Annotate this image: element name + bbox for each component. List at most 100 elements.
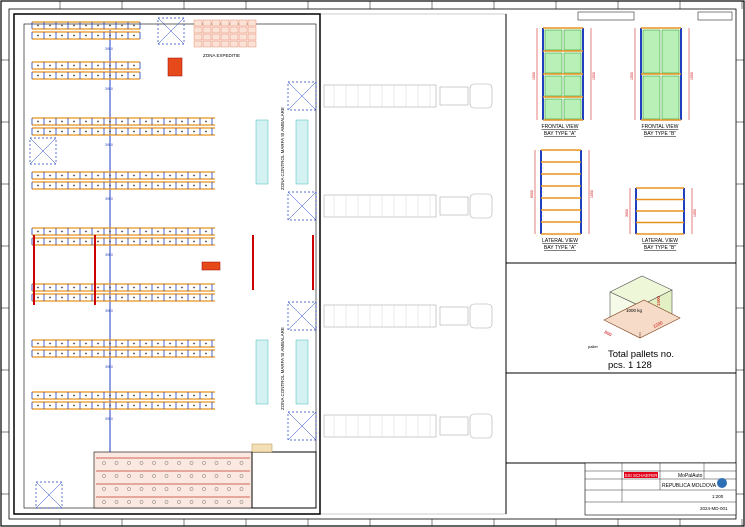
- expedition-pallet: [202, 26, 212, 34]
- pallet-slot: [61, 74, 63, 77]
- pallet-slot: [193, 174, 195, 177]
- block-slot: [239, 500, 244, 504]
- expedition-pallet: [202, 33, 212, 41]
- pallet-slot: [109, 24, 111, 27]
- pallet-slot: [73, 404, 75, 407]
- block-slot: [227, 461, 231, 465]
- pallet-slot: [109, 394, 111, 397]
- pallet-slot: [169, 130, 171, 133]
- pallet-isometric: 1000 kg 1500 1200 800 pallet Total palle…: [588, 275, 681, 371]
- block-slot: [127, 500, 131, 504]
- forklift-icon: [201, 261, 221, 271]
- block-slot: [114, 474, 119, 478]
- pallet-slot: [85, 296, 87, 299]
- pallet-slot: [37, 404, 39, 407]
- frame-dimension: 1500: [690, 72, 694, 80]
- block-slot: [139, 487, 144, 491]
- pallet-width-dim: 800: [604, 329, 613, 337]
- pallet-slot: [193, 296, 195, 299]
- expedition-pallet: [193, 40, 203, 48]
- pallet-slot: [73, 296, 75, 299]
- frame-title: FRONTAL VIEW: [542, 124, 579, 130]
- pallet-slot: [109, 74, 111, 77]
- control-zone-bottom: ZONA CONTROL MARFA SI AMBALARE: [255, 327, 309, 410]
- truck-cab: [439, 196, 469, 216]
- frame-pallet-load: [563, 29, 582, 51]
- pallet-slot: [145, 404, 147, 407]
- aisle-dimension: 3950: [105, 87, 113, 91]
- pallet-slot: [85, 394, 87, 397]
- pallet-slot: [181, 240, 183, 243]
- block-slot: [102, 474, 106, 478]
- pallet-slot: [181, 230, 183, 233]
- expedition-pallet: [220, 40, 230, 48]
- expedition-pallet: [211, 26, 221, 34]
- block-slot: [202, 474, 206, 478]
- expedition-pallet: [229, 33, 239, 41]
- block-slot: [152, 461, 156, 465]
- pallet-slot: [85, 64, 87, 67]
- globe-logo-icon: [717, 478, 727, 488]
- expedition-pallet: [211, 33, 221, 41]
- pallet-slot: [205, 394, 207, 397]
- pallet-slot: [73, 24, 75, 27]
- zone-label-expedition: ZONA EXPEDITIE: [203, 53, 240, 58]
- drawing-scale: 1:200: [712, 494, 724, 499]
- pallet-slot: [85, 74, 87, 77]
- pallet-note: pallet: [588, 344, 598, 349]
- expedition-pallet: [247, 33, 257, 41]
- pallet-slot: [37, 120, 39, 123]
- frame-dimension: 3000: [625, 209, 629, 217]
- pallet-slot: [37, 394, 39, 397]
- pallet-slot: [49, 342, 51, 345]
- pallet-slot: [157, 394, 159, 397]
- pallet-slot: [109, 174, 111, 177]
- block-slot: [127, 474, 131, 478]
- pallet-slot: [157, 174, 159, 177]
- pallet-slot: [157, 352, 159, 355]
- pallet-slot: [61, 240, 63, 243]
- pallet-slot: [169, 404, 171, 407]
- pallet-slot: [193, 342, 195, 345]
- pallet-slot: [85, 174, 87, 177]
- truck-cab: [439, 306, 469, 326]
- pallet-slot: [97, 230, 99, 233]
- expedition-pallet: [220, 33, 230, 41]
- total-pallets-count: pcs. 1 128: [608, 360, 652, 371]
- pallet-slot: [169, 230, 171, 233]
- expedition-pallet: [247, 40, 257, 48]
- pallet-slot: [97, 120, 99, 123]
- pallet-slot: [181, 342, 183, 345]
- pallet-slot: [97, 296, 99, 299]
- pallet-slot: [73, 342, 75, 345]
- pallet-slot: [157, 286, 159, 289]
- frame-subtitle: BAY TYPE "A": [544, 245, 576, 251]
- pallet-slot: [193, 240, 195, 243]
- pallet-slot: [205, 286, 207, 289]
- expedition-pallet: [220, 19, 230, 27]
- frame-title: FRONTAL VIEW: [642, 124, 679, 130]
- block-slot: [114, 461, 119, 465]
- pallet-slot: [61, 352, 63, 355]
- pallet-slot: [61, 64, 63, 67]
- block-slot: [177, 487, 181, 491]
- pallet-slot: [145, 130, 147, 133]
- block-slot: [214, 461, 219, 465]
- aisle-dimension: 3950: [105, 417, 113, 421]
- pallet-slot: [145, 240, 147, 243]
- svg-text:SSI SCHAEFER: SSI SCHAEFER: [624, 473, 658, 478]
- pallet-slot: [121, 34, 123, 37]
- pallet-slot: [37, 342, 39, 345]
- pallet-slot: [133, 230, 135, 233]
- truck-trailer: [323, 414, 437, 438]
- inner-border: [8, 8, 737, 520]
- company-logo: [624, 472, 658, 478]
- truck-cab: [439, 416, 469, 436]
- pallet-slot: [37, 24, 39, 27]
- truck-trailer: [323, 84, 437, 108]
- pallet-slot: [121, 130, 123, 133]
- expedition-pallet: [229, 26, 239, 34]
- pallet-slot: [85, 404, 87, 407]
- block-slot: [152, 487, 156, 491]
